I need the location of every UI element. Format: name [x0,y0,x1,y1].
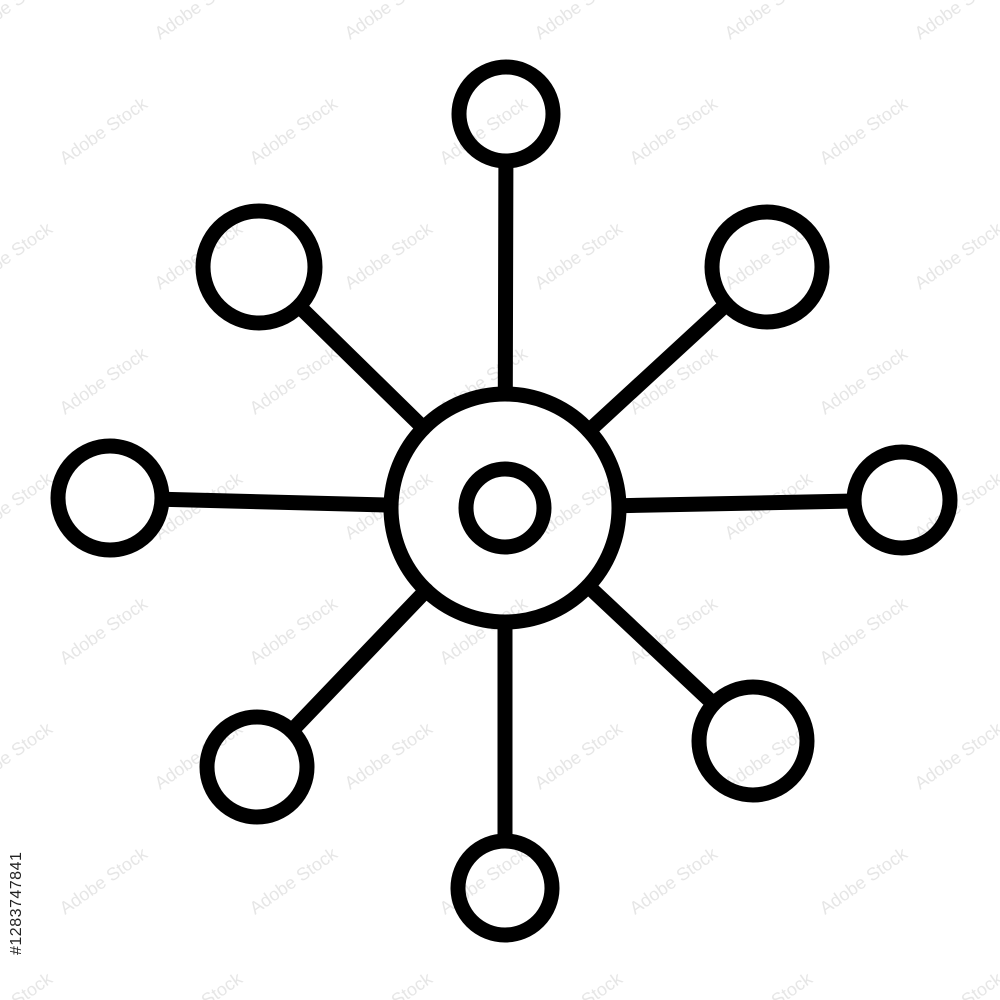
watermark-text: Adobe Stock [0,218,57,294]
connector-line [291,298,432,436]
hub-diagram [50,59,958,943]
watermark-text: Adobe Stock [341,718,437,794]
node-top-left [195,203,323,331]
node-right [846,444,958,556]
watermark-text: Adobe Stock [341,968,437,1000]
watermark-text: Adobe Stock [721,0,817,43]
hub-outer-ring [383,386,627,630]
connector-line [154,491,399,513]
watermark-text: Adobe Stock [341,218,437,294]
watermark-text: Adobe Stock [531,718,627,794]
hub-inner-ring [458,461,552,555]
watermark-text: Adobe Stock [0,0,57,43]
watermark-text: Adobe Stock [56,343,152,419]
watermark-text: Adobe Stock [626,843,722,919]
watermark-text: Adobe Stock [246,343,342,419]
watermark-text: Adobe Stock [626,93,722,169]
watermark-text: Adobe Stock [246,93,342,169]
connector-line [581,296,734,439]
watermark-text: Adobe Stock [816,343,912,419]
watermark-text: Adobe Stock [911,0,1000,43]
watermark-text: Adobe Stock [151,0,247,43]
watermark-text: Adobe Stock [56,843,152,919]
watermark-text: Adobe Stock [56,93,152,169]
node-bottom-right [691,679,815,803]
watermark-text: Adobe Stock [151,968,247,1000]
node-bottom [450,833,560,943]
watermark-text: Adobe Stock [911,968,1000,1000]
connector-line [611,493,862,514]
watermark-text: Adobe Stock [341,0,437,43]
watermark-text: Adobe Stock [816,93,912,169]
watermark-text: Adobe Stock [531,218,627,294]
watermark-text: Adobe Stock [531,968,627,1000]
watermark-text: Adobe Stock [911,218,1000,294]
watermark-text: Adobe Stock [911,718,1000,794]
connector-line [580,578,722,712]
node-bottom-left [199,709,315,825]
node-top [451,59,561,169]
watermark-text: Adobe Stock [0,968,57,1000]
watermark-text: Adobe Stock [721,968,817,1000]
connector-line [497,153,514,402]
stock-id-label: #1283747841 [8,851,25,955]
watermark-text: Adobe Stock [531,0,627,43]
watermark-text: Adobe Stock [816,843,912,919]
watermark-text: Adobe Stock [56,593,152,669]
watermark-text: Adobe Stock [816,593,912,669]
watermark-text: Adobe Stock [246,593,342,669]
node-left [50,438,170,558]
connector-line [284,582,434,739]
watermark-text: Adobe Stock [0,468,57,544]
watermark-text: Adobe Stock [246,843,342,919]
node-top-right [704,204,830,330]
